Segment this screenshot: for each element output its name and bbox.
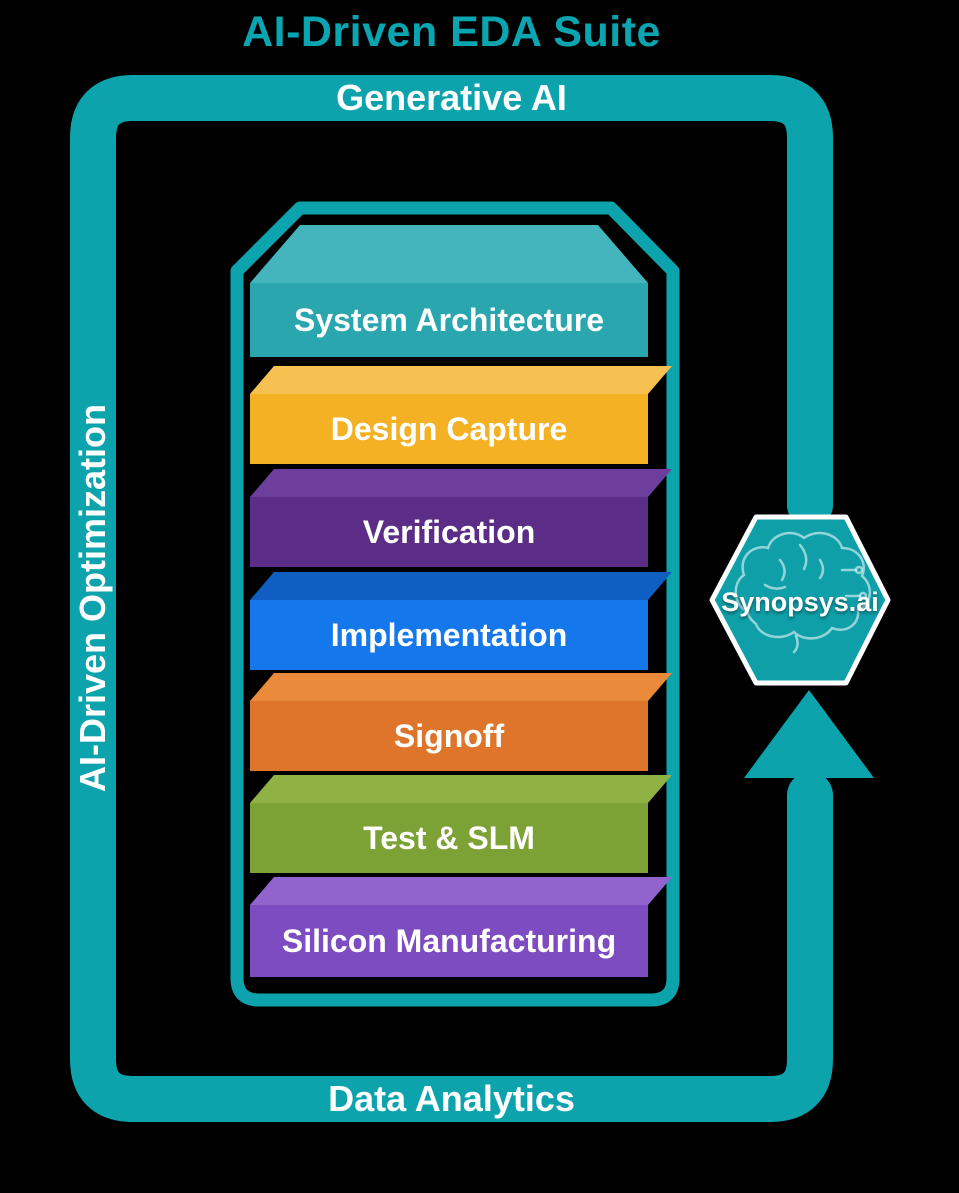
step-verification-top-face <box>250 469 672 497</box>
loop-label-ai-driven-optimization: AI-Driven Optimization <box>70 121 116 1076</box>
badge-label: Synopsys.ai <box>721 586 879 617</box>
step-label: Test & SLM <box>363 820 535 856</box>
loop-label-data-analytics: Data Analytics <box>328 1078 575 1119</box>
step-signoff-top-face <box>250 673 672 701</box>
brain-icon <box>734 531 871 654</box>
step-test-slm: Test & SLM <box>250 803 648 873</box>
step-silicon-manufacturing: Silicon Manufacturing <box>250 905 648 977</box>
loop-label-generative-ai: Generative AI <box>336 77 567 118</box>
synopsys-ai-badge <box>709 514 891 686</box>
step-system-architecture: System Architecture <box>250 283 648 357</box>
step-system-architecture-top-face <box>250 225 648 283</box>
step-implementation-top-face <box>250 572 672 600</box>
loop-left-label-text: AI-Driven Optimization <box>72 404 113 793</box>
step-design-capture-top-face <box>250 366 672 394</box>
chip-outline <box>230 201 680 1007</box>
step-implementation: Implementation <box>250 600 648 670</box>
step-label: Verification <box>362 514 536 550</box>
step-test-slm-top-face <box>250 775 672 803</box>
step-label: Silicon Manufacturing <box>281 923 617 959</box>
process-loop <box>70 75 833 1122</box>
step-label: Signoff <box>393 718 505 754</box>
step-label: Design Capture <box>330 411 568 447</box>
feedback-arrow-icon <box>744 690 874 778</box>
step-label: System Architecture <box>293 302 605 338</box>
step-verification: Verification <box>250 497 648 567</box>
step-signoff: Signoff <box>250 701 648 771</box>
step-silicon-manufacturing-top-face <box>250 877 672 905</box>
step-label: Implementation <box>330 617 568 653</box>
page-title: AI-Driven EDA Suite <box>242 8 661 56</box>
step-design-capture: Design Capture <box>250 394 648 464</box>
